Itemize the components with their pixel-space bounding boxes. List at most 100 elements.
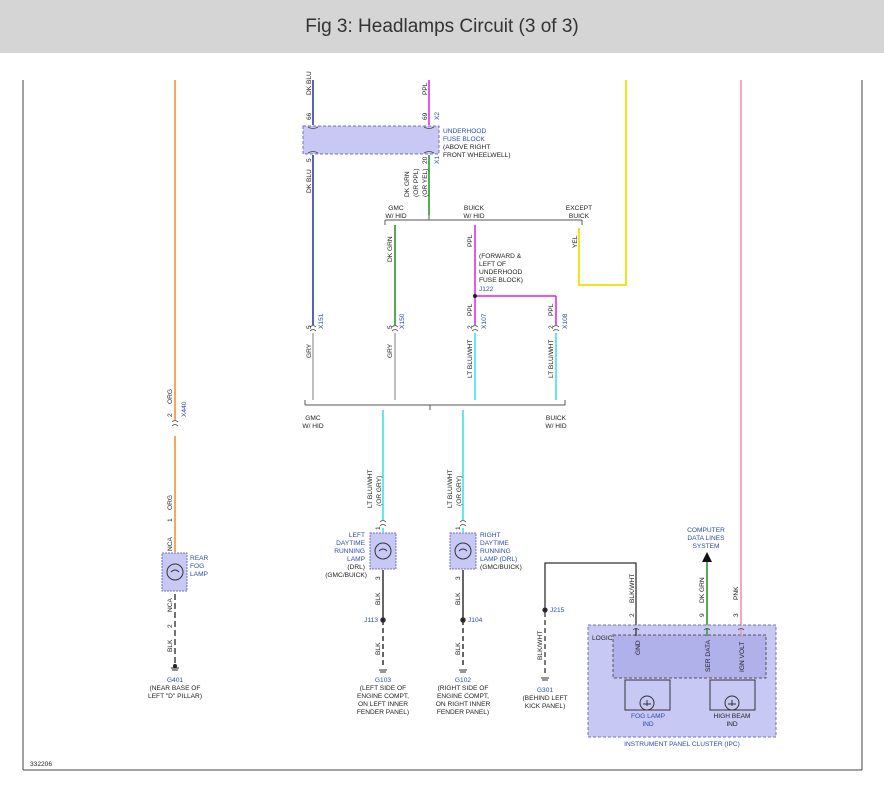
ground-g401-desc-1: (NEAR BASE OF xyxy=(150,685,201,692)
left-drl-label-2: DAYTIME xyxy=(336,540,365,547)
j122-note-4: FUSE BLOCK) xyxy=(479,277,523,284)
ground-g102: G102 xyxy=(455,677,471,684)
computer-data-lines-arrow xyxy=(702,552,712,627)
wire-label-org-top: ORG xyxy=(167,389,174,404)
rear-fog-lamp-label-3: LAMP xyxy=(190,571,209,578)
title-bar xyxy=(0,0,884,53)
ipc-ign-volt: IGN VOLT xyxy=(739,642,746,672)
fuse-pin-69: 69 xyxy=(422,112,429,120)
wire-label-dk-blu: DK BLU xyxy=(306,169,313,193)
ground-g103: G103 xyxy=(375,677,391,684)
ipc-pin-ign: 3 xyxy=(733,613,740,617)
wire-label-blk-rear: BLK xyxy=(167,639,174,652)
wire-label-gry-2: GRY xyxy=(387,343,394,358)
connector-x150-pin: 5 xyxy=(387,325,394,329)
ground-g102-desc-4: FENDER PANEL) xyxy=(437,709,489,716)
ground-g102-desc-1: (RIGHT SIDE OF xyxy=(438,685,489,692)
page-title: Fig 3: Headlamps Circuit (3 of 3) xyxy=(305,16,579,37)
fuse-block-label-2: FUSE BLOCK xyxy=(443,136,485,143)
ground-g401-desc-2: LEFT "D" PILLAR) xyxy=(148,693,202,700)
right-drl-label-4: LAMP (DRL) xyxy=(480,556,517,563)
wire-label-right-drl-1: LT BLU/WHT xyxy=(447,469,454,508)
headlamps-circuit-diagram: 2 X440 ORG ORG 1 2 BLK NCA NCA REAR FOG … xyxy=(22,71,863,771)
splice-j122: J122 xyxy=(479,286,494,293)
j122-note-3: UNDERHOOD xyxy=(479,269,522,276)
fuse-block-label-3: (ABOVE RIGHT xyxy=(443,144,490,151)
rear-fog-lamp xyxy=(161,552,188,592)
ipc-pin-ser: 9 xyxy=(699,613,706,617)
option-bracket-bottom xyxy=(304,400,566,410)
wire-label-pnk-ipc: PNK xyxy=(733,586,740,600)
wire-label-dk-grn-combo-1: DK GRN xyxy=(404,171,411,197)
dk-blu-wire xyxy=(309,80,317,400)
rear-fog-lamp-label-2: FOG xyxy=(190,563,204,570)
connector-x151-pin: 5 xyxy=(306,325,313,329)
branch-buick-hid-bot-1: BUICK xyxy=(546,415,567,422)
wire-label-blk-right-2: BLK xyxy=(455,642,462,655)
wire-label-blk-left-2: BLK xyxy=(375,642,382,655)
left-drl-feed-wire xyxy=(379,410,387,532)
underhood-fuse-block xyxy=(302,125,440,155)
ground-g301-desc-1: (BEHIND LEFT xyxy=(522,695,567,702)
fuse-pin-5: 5 xyxy=(306,158,313,162)
wire-label-blk-left-1: BLK xyxy=(375,592,382,605)
branch-buick-hid-bot-2: W/ HID xyxy=(545,423,566,430)
ground-g102-desc-2: ENGINE COMPT, xyxy=(437,693,489,700)
right-drl-pin-top: 1 xyxy=(455,526,462,530)
connector-x107-pin: 2 xyxy=(467,325,474,329)
fuse-block-label-1: UNDERHOOD xyxy=(443,128,486,135)
wire-label-lt-blu-wht-2: LT BLU/WHT xyxy=(548,339,555,378)
rear-fog-nca-bot: NCA xyxy=(167,597,174,612)
connector-x440: X440 xyxy=(181,401,188,417)
branch-buick-hid-top-2: W/ HID xyxy=(463,213,484,220)
fuse-pin-66: 66 xyxy=(306,112,313,120)
left-drl-label-4: LAMP xyxy=(347,556,366,563)
left-drl-label-1: LEFT xyxy=(349,532,365,539)
splice-j104: J104 xyxy=(468,617,483,624)
branch-gmc-hid-bot-1: GMC xyxy=(305,415,321,422)
connector-x108-pin: 2 xyxy=(548,325,555,329)
computer-data-lines-1: COMPUTER xyxy=(687,527,725,534)
wire-label-left-drl-1: LT BLU/WHT xyxy=(367,469,374,508)
right-drl-feed-wire xyxy=(459,410,467,532)
ipc-high-beam-ind-1: HIGH BEAM xyxy=(713,713,750,720)
wire-label-lt-blu-wht-1: LT BLU/WHT xyxy=(467,339,474,378)
fuse-conn-x2: X2 xyxy=(434,112,441,120)
left-drl-label-5: (DRL) xyxy=(347,564,365,571)
left-drl-label-3: RUNNING xyxy=(334,548,365,555)
branch-buick-hid-top-1: BUICK xyxy=(464,205,485,212)
ppl-branch-wire xyxy=(471,225,560,400)
computer-data-lines-2: DATA LINES xyxy=(687,535,725,542)
left-drl-lamp xyxy=(369,532,397,570)
ipc-ground-wire xyxy=(541,562,637,681)
left-drl-label-6: (GMC/BUICK) xyxy=(325,572,367,579)
wire-label-gry-1: GRY xyxy=(306,343,313,358)
branch-gmc-hid-bot-2: W/ HID xyxy=(302,423,323,430)
figure-number: 332206 xyxy=(30,761,52,768)
yel-wire xyxy=(578,80,627,286)
splice-j113: J113 xyxy=(364,617,378,624)
wire-label-dk-grn: DK GRN xyxy=(387,236,394,262)
right-drl-label-5: (GMC/BUICK) xyxy=(480,564,522,571)
left-drl-pin-bot: 3 xyxy=(375,576,382,580)
right-drl-label-3: RUNNING xyxy=(480,548,511,555)
wire-label-ppl-top: PPL xyxy=(422,82,429,95)
ground-g103-desc-2: ENGINE COMPT, xyxy=(357,693,409,700)
branch-except-buick-2: BUICK xyxy=(569,213,590,220)
left-drl-pin-top: 1 xyxy=(375,526,382,530)
ground-g103-desc-1: (LEFT SIDE OF xyxy=(360,685,406,692)
wire-label-ppl-x108: PPL xyxy=(548,303,555,316)
connector-x108: X108 xyxy=(562,313,569,329)
option-bracket-top xyxy=(384,215,583,225)
ipc-pin-gnd: 2 xyxy=(629,613,636,617)
ground-g103-desc-3: ON LEFT INNER xyxy=(358,701,408,708)
ground-g103-desc-4: FENDER PANEL) xyxy=(357,709,409,716)
wire-label-blk-right-1: BLK xyxy=(455,592,462,605)
wire-label-right-drl-2: (OR GRY) xyxy=(456,476,463,506)
ground-g102-desc-3: ON RIGHT INNER xyxy=(436,701,491,708)
wire-label-org-bot: ORG xyxy=(167,495,174,510)
ipc-logic: LOGIC xyxy=(592,635,613,642)
right-drl-ground-wire xyxy=(459,570,467,673)
connector-x150: X150 xyxy=(399,313,406,329)
branch-except-buick-1: EXCEPT xyxy=(566,205,592,212)
